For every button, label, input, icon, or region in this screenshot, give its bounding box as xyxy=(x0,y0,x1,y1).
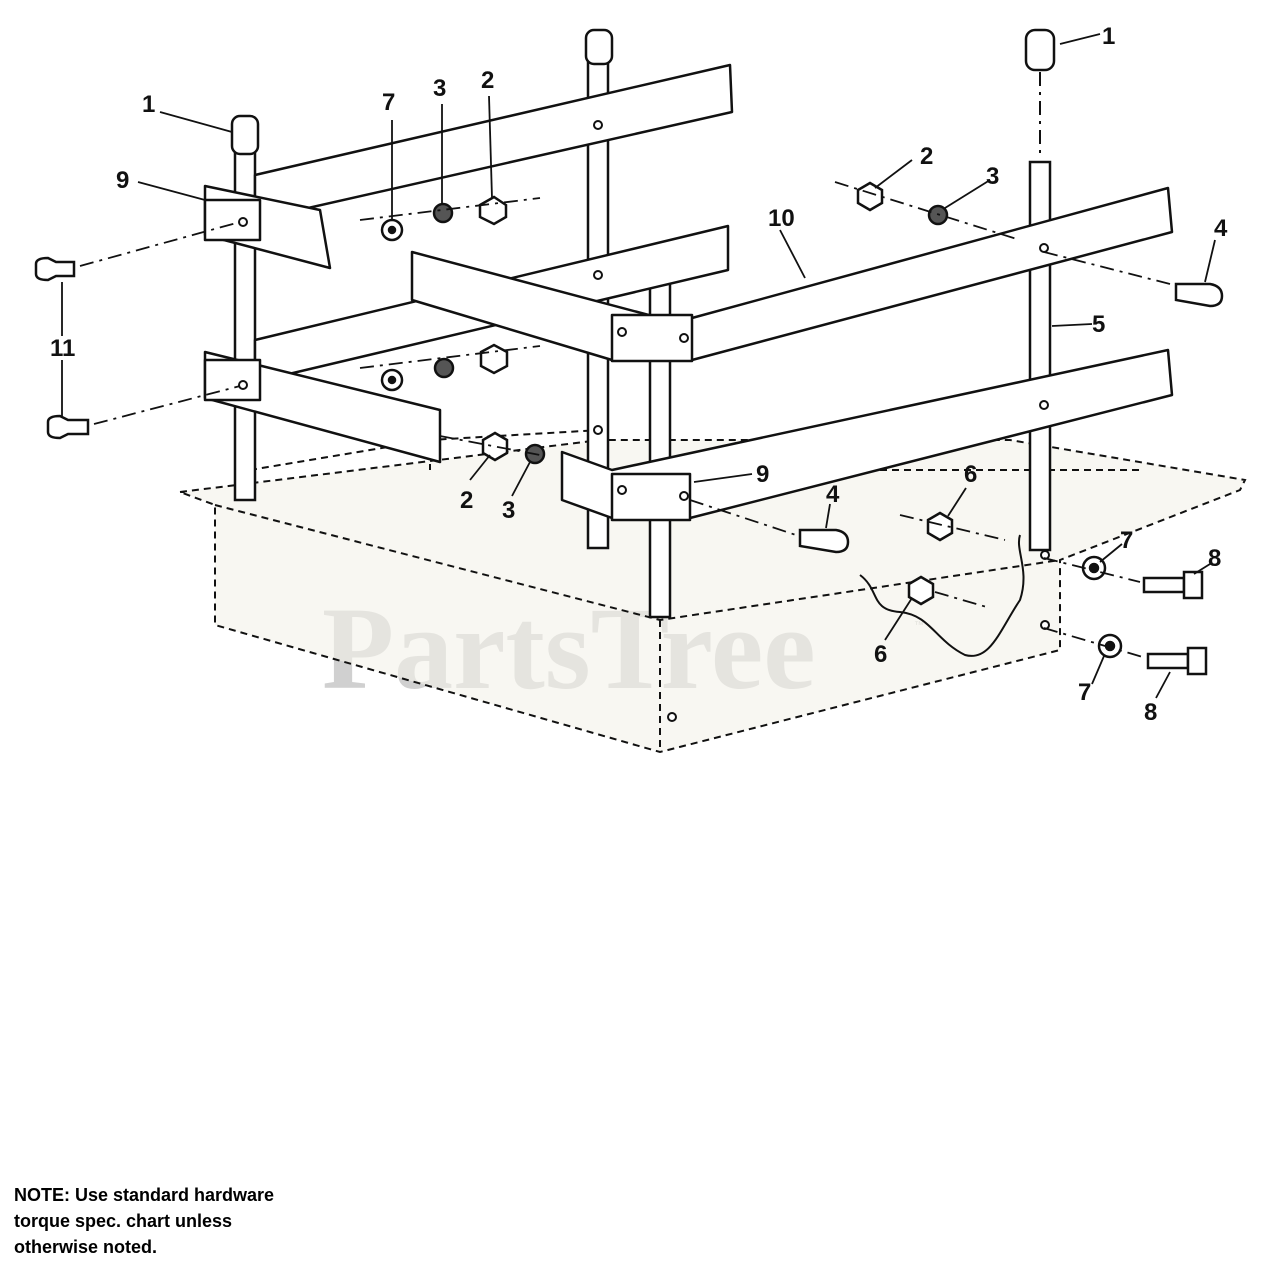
callout-nut-tray-lower: 6 xyxy=(874,641,887,668)
callout-nut-tray-upper: 6 xyxy=(964,461,977,488)
callout-hexbolt-upper: 8 xyxy=(1208,545,1221,572)
callout-bolt-right: 4 xyxy=(1214,215,1228,242)
note-line-3: otherwise noted. xyxy=(14,1237,158,1257)
callouts: 1 1 7 3 2 2 3 9 10 4 11 5 2 3 9 4 6 7 8 … xyxy=(50,23,1228,726)
callout-post: 5 xyxy=(1092,311,1105,338)
callout-washer-tray-upper: 7 xyxy=(1120,527,1133,554)
callout-post-cap-right: 1 xyxy=(1102,23,1115,50)
callout-nut-upper: 2 xyxy=(481,67,494,94)
torque-note: NOTE: Use standard hardware torque spec.… xyxy=(14,1182,374,1260)
assembly-lines xyxy=(79,181,1171,659)
cap-center xyxy=(584,28,614,66)
leader-lines xyxy=(61,33,1216,699)
note-line-2: torque spec. chart unless xyxy=(14,1211,233,1231)
callout-side-rail: 10 xyxy=(768,205,795,232)
callout-bolt-front: 4 xyxy=(826,481,840,508)
callout-rail-left: 9 xyxy=(116,167,129,194)
rail-front-lower xyxy=(560,348,1174,520)
bracket-side xyxy=(610,313,694,363)
callout-post-cap-left: 1 xyxy=(142,91,155,118)
callout-lockwasher-right: 3 xyxy=(986,163,999,190)
callout-lockwasher-lower: 3 xyxy=(502,497,515,524)
callout-lockwasher-upper: 3 xyxy=(433,75,446,102)
rails xyxy=(203,63,1174,522)
bracket-left-upper xyxy=(203,198,262,242)
callout-washer-upper: 7 xyxy=(382,89,395,116)
bracket-front-lower xyxy=(610,472,692,522)
hardware xyxy=(34,181,1224,676)
callout-rail-front: 9 xyxy=(756,461,769,488)
callout-nut-lower: 2 xyxy=(460,487,473,514)
cap-right xyxy=(1024,28,1056,72)
note-line-1: NOTE: Use standard hardware xyxy=(14,1185,275,1205)
callout-washer-tray-lower: 7 xyxy=(1078,679,1091,706)
callout-nut-right: 2 xyxy=(920,143,933,170)
callout-hexbolt-lower: 8 xyxy=(1144,699,1157,726)
cap-left xyxy=(230,114,260,156)
bracket-left-lower xyxy=(203,358,262,402)
callout-carriage-bolt: 11 xyxy=(50,335,75,362)
tray-cutaway xyxy=(859,534,1025,657)
holes xyxy=(238,120,1050,722)
